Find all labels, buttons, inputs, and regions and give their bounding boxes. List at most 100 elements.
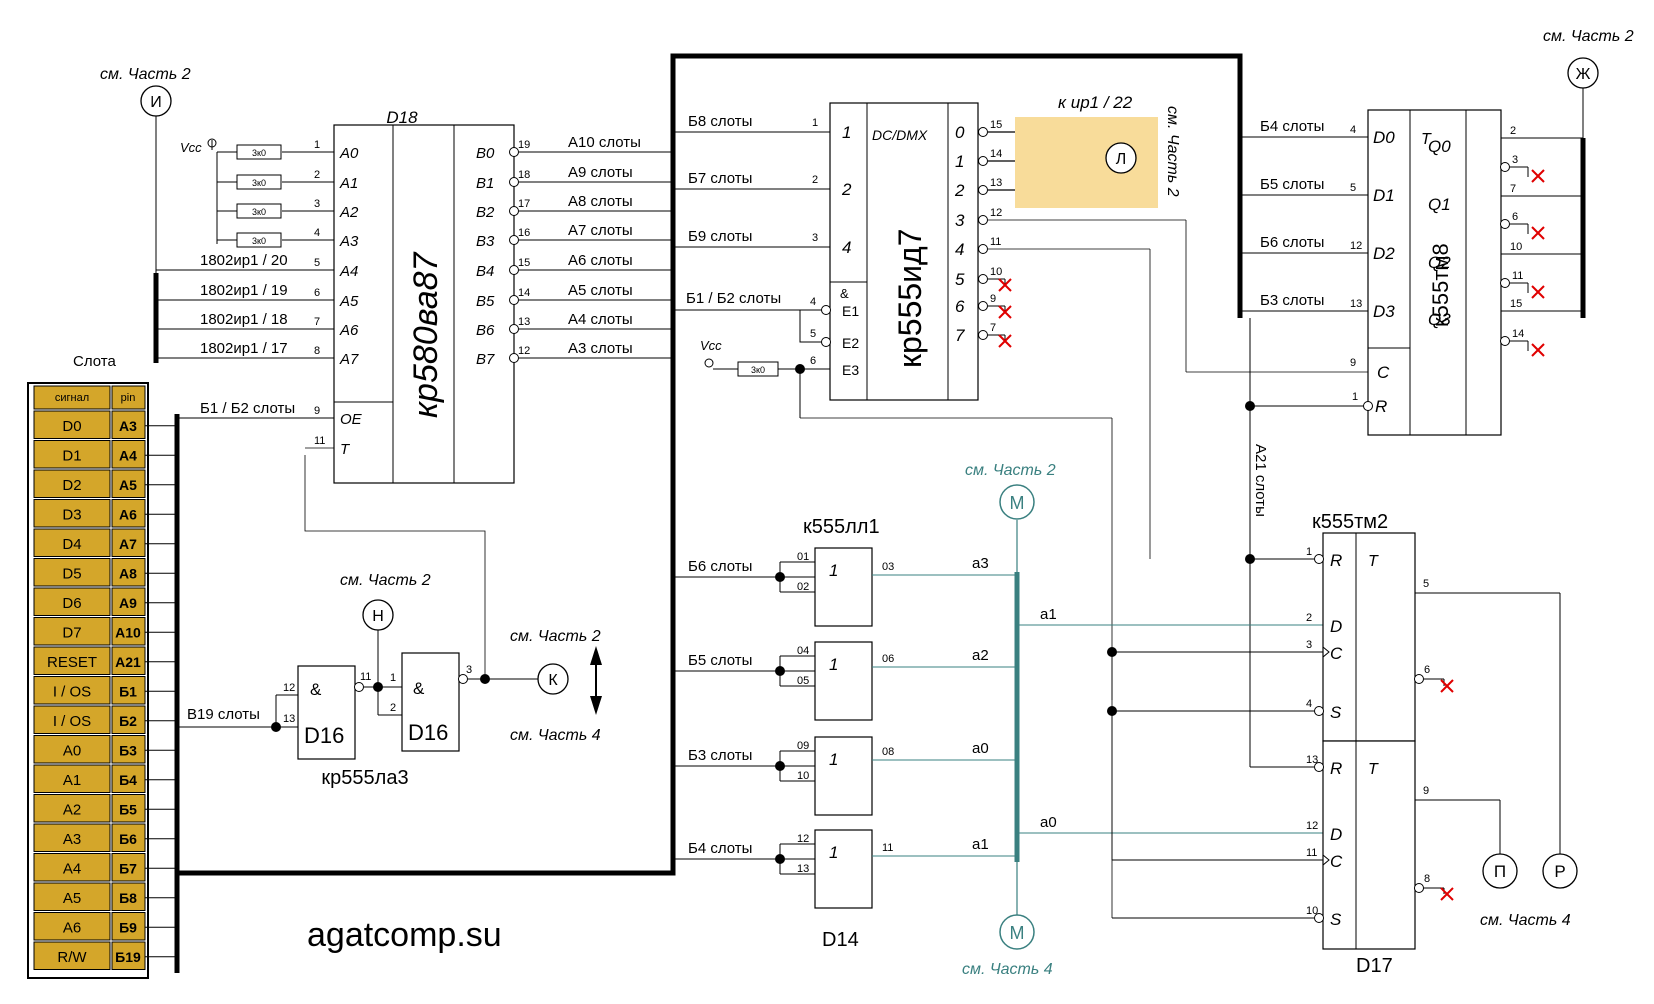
tm2-pin-name: R: [1330, 759, 1342, 778]
tm8-output-name: Q1: [1428, 195, 1451, 214]
d18-pin-name: A7: [339, 351, 359, 368]
tm2-pin-bubble: [1314, 706, 1324, 716]
d18-output-bubble: [509, 147, 519, 157]
slot-signal-cell: [33, 912, 111, 941]
no-connect-mark: [1531, 169, 1545, 183]
no-connect-mark: [1531, 285, 1545, 299]
slot-pin-cell: [111, 617, 146, 646]
slot-signal-cell: [33, 676, 111, 705]
ref-M-bottom-letter: М: [1010, 923, 1025, 943]
d16-g1-label: D16: [304, 723, 344, 748]
decoder-enable-number: 6: [810, 355, 816, 367]
d16-g2-and: &: [413, 679, 425, 698]
decoder-enable-bubble: [821, 337, 831, 347]
ref-N: см. Часть 2 Н: [340, 572, 431, 631]
no-connect-mark: [998, 305, 1012, 319]
d14-gate-symbol: 1: [829, 655, 838, 674]
d18-pin-number: 17: [518, 198, 530, 210]
d14-input-net: Б5 слоты: [688, 652, 752, 669]
d18-pin-net: Б1 / Б2 слоты: [200, 400, 295, 417]
slot-signal-cell: [33, 941, 111, 970]
d18-pin-net: 1802ир1 / 17: [200, 340, 288, 357]
no-connect-mark: [998, 334, 1012, 348]
d16-g2-label: D16: [408, 720, 448, 745]
d14-input-junction: [775, 854, 785, 864]
d18-output-bubble: [509, 265, 519, 275]
slot-signal: D4: [62, 536, 81, 553]
slot-pin-cell: [111, 941, 146, 970]
tm8-input-net: Б6 слоты: [1260, 234, 1324, 251]
bus-tap-a0: a0: [1040, 814, 1057, 831]
slot-signal: A4: [63, 861, 81, 878]
d14-input-number: 01: [797, 551, 809, 563]
d18-pin-name: B2: [476, 204, 495, 221]
decoder-output-bubble: [978, 156, 988, 166]
slot-pin-cell: [111, 764, 146, 793]
d14-or-gate: [814, 736, 873, 816]
d14-input-number: 04: [797, 645, 809, 657]
tm8-input-number: 4: [1350, 124, 1356, 136]
slot-signal-cell: [33, 617, 111, 646]
tm2-part-name: к555тм2: [1312, 511, 1388, 533]
tm8-T: T: [1421, 131, 1432, 148]
d18-part-name: кр580ва87: [407, 251, 445, 418]
d18-pin-number: 2: [314, 169, 320, 181]
decoder-output-number: 14: [990, 148, 1002, 160]
tm8-output-name: Q3: [1428, 310, 1451, 329]
ref-L-see: см. Часть 2: [1164, 106, 1181, 197]
ref-Zh: см. Часть 2 Ж: [1543, 28, 1634, 318]
decoder-output-name: 6: [955, 297, 965, 316]
slot-signal-cell: [33, 735, 111, 764]
d14-or-gate: [814, 829, 873, 909]
decoder-output-number: 10: [990, 266, 1002, 278]
d18-pin-number: 14: [518, 287, 530, 299]
tm8-output-number: 7: [1510, 183, 1516, 195]
d18-pin-net: A6 слоты: [568, 252, 633, 269]
d18-pin-name: B0: [476, 145, 495, 162]
slot-signal-cell: [33, 882, 111, 911]
tm8-output-number: 2: [1510, 125, 1516, 137]
slot-signal: A6: [63, 920, 81, 937]
slot-pin: Б9: [119, 920, 137, 936]
d14-gate-symbol: 1: [829, 843, 838, 862]
slot-table-header-pin: pin: [121, 392, 136, 404]
slot-pin: A4: [119, 448, 137, 464]
tm8-input-name: D2: [1373, 244, 1395, 263]
decoder-and: &: [840, 286, 849, 301]
slot-pin: A6: [119, 507, 137, 523]
tm2-pin-bubble: [1314, 913, 1324, 923]
d18-pin-net: 1802ир1 / 18: [200, 311, 288, 328]
slot-signal-cell: [33, 705, 111, 734]
tm8-input-name: D3: [1373, 302, 1395, 321]
d18-resistor-label: 3к0: [252, 148, 266, 158]
slot-signal: I / OS: [53, 713, 91, 730]
d18-pin-net: 1802ир1 / 20: [200, 252, 288, 269]
decoder-enable-net: Б1 / Б2 слоты: [686, 290, 781, 307]
d14-input-net: Б6 слоты: [688, 558, 752, 575]
d18-pin-number: 7: [314, 316, 320, 328]
decoder-output-name: 5: [955, 270, 965, 289]
d18-pin-number: 5: [314, 257, 320, 269]
d18-pin-name: B6: [476, 322, 495, 339]
decoder-output-bubble: [978, 301, 988, 311]
slot-pin: Б4: [119, 772, 137, 788]
decoder-input-name: 1: [842, 123, 851, 142]
ref-I-see: см. Часть 2: [100, 66, 191, 83]
d18-pin-name: A1: [339, 175, 358, 192]
slot-pin-cell: [111, 410, 146, 439]
slot-signal-cell: [33, 499, 111, 528]
d18-pullup-resistor: [236, 144, 282, 160]
ref-Zh-see: см. Часть 2: [1543, 28, 1634, 45]
d14-input-junction: [775, 572, 785, 582]
slot-pin: Б19: [115, 949, 141, 965]
slot-pin-cell: [111, 499, 146, 528]
d16-g2-pin-in2: 2: [390, 702, 396, 714]
d18-pin-name: B5: [476, 293, 495, 310]
tm8-output-bubble: [1500, 162, 1510, 172]
rgb-output-block: к ир1 / 22 Л см. Часть 2: [1015, 93, 1181, 208]
d18-pin-net: 1802ир1 / 19: [200, 282, 288, 299]
tm8-input-name: D1: [1373, 186, 1395, 205]
